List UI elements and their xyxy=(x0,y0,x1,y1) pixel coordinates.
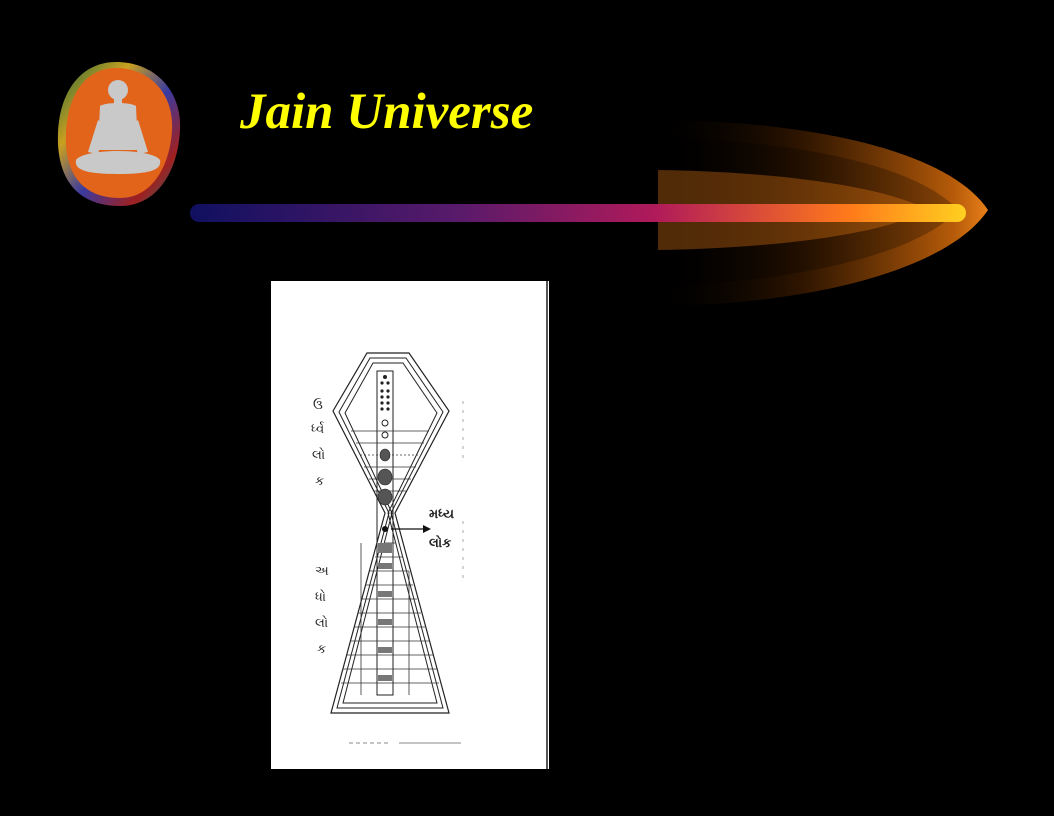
lower-world-label-4: ક xyxy=(317,642,327,657)
middle-world-label-1: મધ્ય xyxy=(429,507,454,522)
upper-world-label-2: ર્ધ્વ xyxy=(311,422,325,437)
meditating-figure-icon xyxy=(57,62,181,206)
middle-world-label-2: લોક xyxy=(429,536,452,551)
loka-diagram xyxy=(330,281,548,769)
slide-title: Jain Universe xyxy=(240,84,534,140)
upper-world-label-4: ક xyxy=(315,474,325,489)
lower-world-label-1: અ xyxy=(315,564,329,579)
logo xyxy=(54,60,184,208)
lower-world-label-2: ધો xyxy=(315,590,327,605)
jain-universe-diagram: ઉ ર્ધ્વ લો ક મધ્ય લોક અ ધો લો ક xyxy=(271,281,549,769)
upper-world-label-1: ઉ xyxy=(313,398,323,413)
accent-streak xyxy=(190,120,988,306)
lower-world-label-3: લો xyxy=(315,616,329,631)
upper-world-label-3: લો xyxy=(312,448,326,463)
